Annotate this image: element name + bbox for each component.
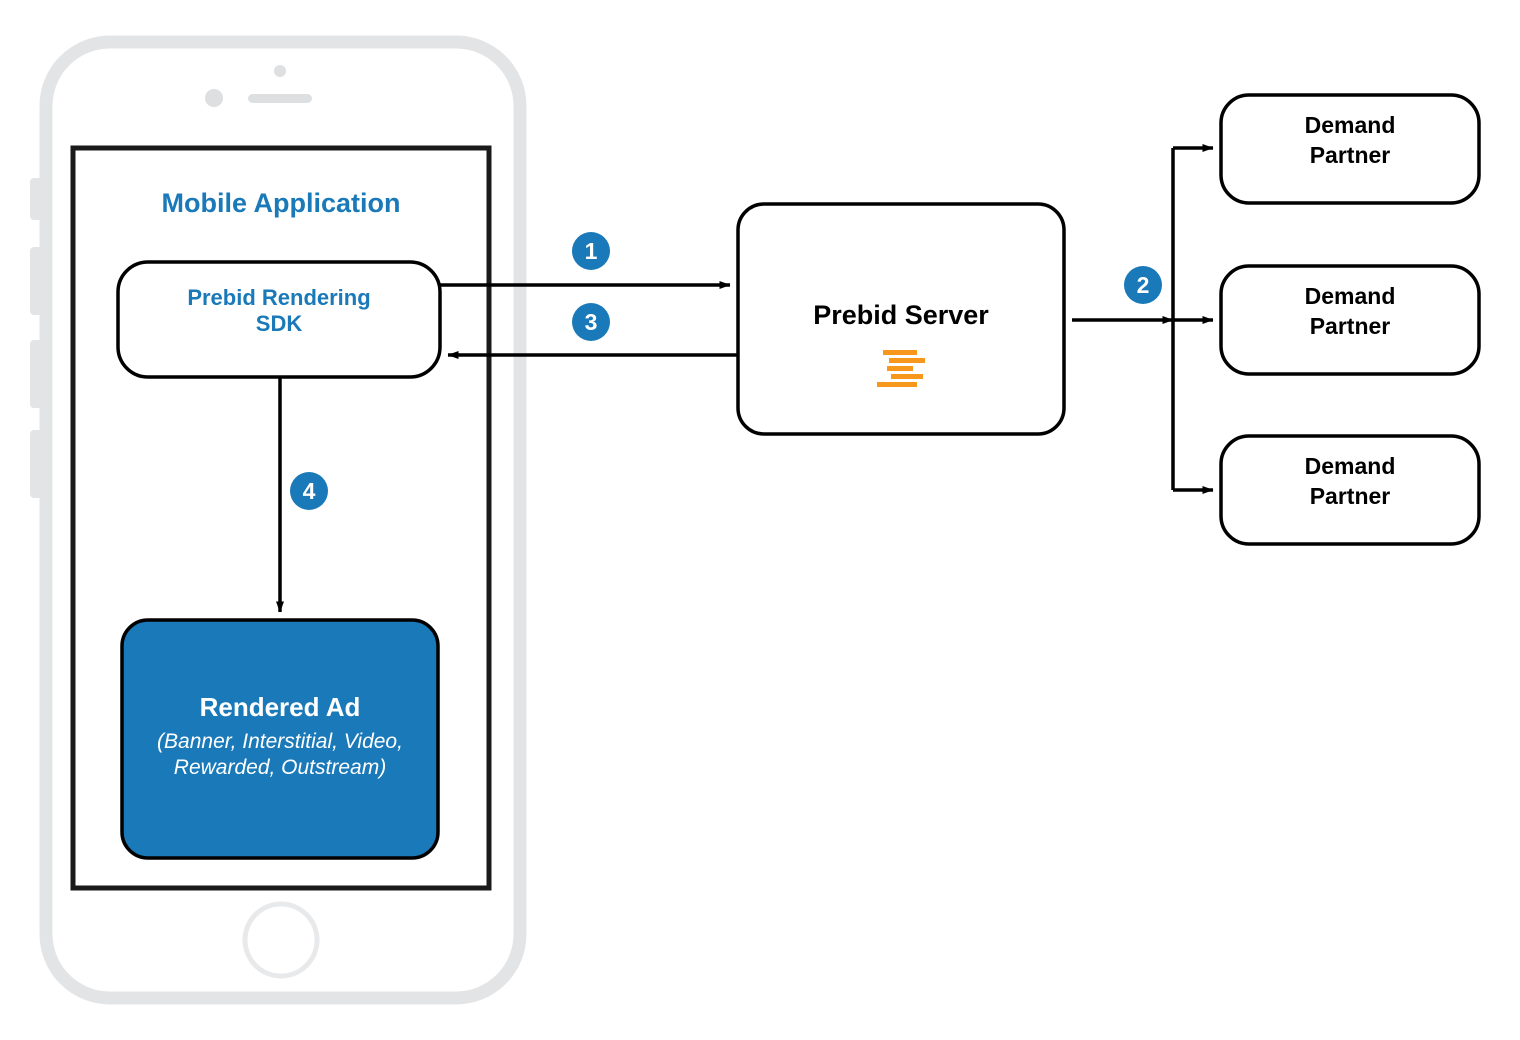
demand-partner-label-2: Demand Partner	[1221, 281, 1479, 342]
rendered-ad-title: Rendered Ad	[199, 692, 361, 722]
earpiece-speaker	[248, 94, 312, 103]
prebid-server-label: Prebid Server	[813, 300, 989, 330]
demand-partner-box-2[interactable]	[1219, 264, 1481, 376]
step-badge-2: 2	[1124, 266, 1162, 304]
demand-partner-label-1: Demand Partner	[1221, 110, 1479, 171]
prebid-logo-icon	[877, 350, 925, 387]
demand-partner-label-3: Demand Partner	[1221, 451, 1479, 512]
mobile-application-title: Mobile Application	[161, 188, 401, 218]
rendered-ad-subtitle: (Banner, Interstitial, Video, Rewarded, …	[122, 729, 438, 782]
sdk-label-line-1: Prebid Rendering	[187, 285, 371, 310]
rendered-ad-box[interactable]	[120, 618, 440, 860]
demand-partner-box-3[interactable]	[1219, 434, 1481, 546]
step-badge-4: 4	[290, 472, 328, 510]
rendered-ad-subtitle-line-1: (Banner, Interstitial, Video,	[157, 730, 403, 753]
step-badge-1: 1	[572, 232, 610, 270]
demand-partner-3-line-1: Demand	[1304, 453, 1396, 479]
sdk-label-line-2: SDK	[255, 310, 303, 336]
demand-partner-1-line-1: Demand	[1304, 112, 1396, 138]
front-camera	[274, 65, 286, 77]
demand-partner-2-line-2: Partner	[1309, 313, 1391, 340]
demand-partner-box-1[interactable]	[1219, 93, 1481, 205]
home-button[interactable]	[242, 901, 320, 979]
proximity-sensor-icon	[205, 89, 223, 107]
step-badge-3: 3	[572, 303, 610, 341]
prebid-rendering-sdk-label: Prebid Rendering SDK	[118, 285, 440, 337]
prebid-server-box[interactable]	[736, 202, 1066, 436]
demand-partner-1-line-2: Partner	[1309, 142, 1391, 169]
rendered-ad-subtitle-line-2: Rewarded, Outstream)	[173, 756, 387, 780]
demand-partner-3-line-2: Partner	[1309, 483, 1391, 510]
demand-partner-2-line-1: Demand	[1304, 283, 1396, 309]
